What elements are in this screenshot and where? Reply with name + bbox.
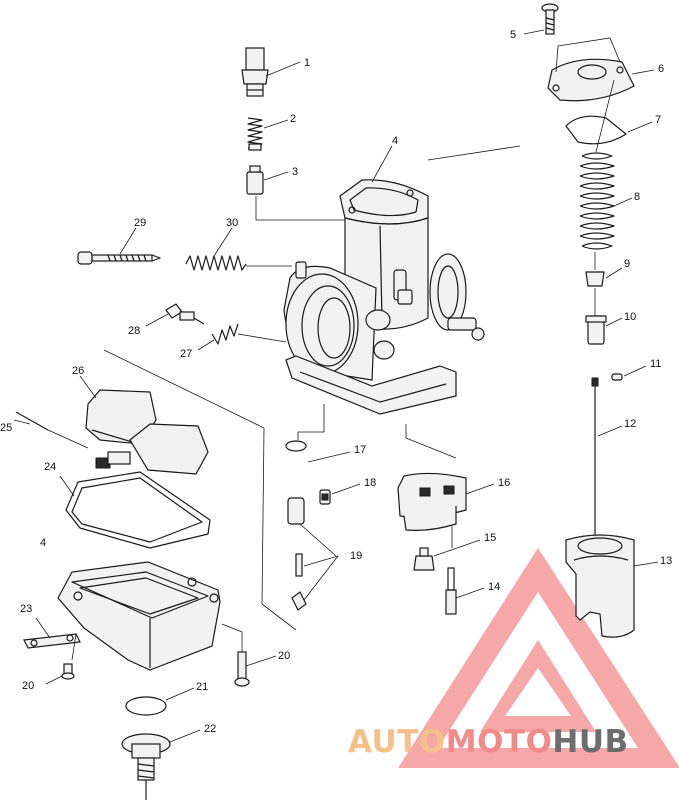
part-24-gasket: [65, 471, 211, 549]
part-1-fitting: [241, 47, 269, 97]
watermark-part-auto: AUTO: [348, 724, 446, 760]
callout-15: 15: [484, 532, 496, 544]
watermark-part-moto: MOTO: [446, 724, 553, 760]
part-6-cap: [547, 58, 635, 102]
callout-17: 17: [354, 444, 366, 456]
part-25-pin: [15, 411, 49, 431]
callout-1: 1: [304, 57, 310, 69]
part-15-main-jet: [413, 547, 435, 571]
callout-26: 26: [72, 365, 84, 377]
callout-14: 14: [488, 581, 500, 593]
callout-12: 12: [624, 418, 636, 430]
callout-11: 11: [650, 358, 661, 370]
callout-13: 13: [660, 555, 672, 567]
part-12-needle: [591, 377, 599, 540]
part-14-jet-needle: [445, 567, 457, 615]
part-10-holder: [585, 315, 607, 345]
part-5-screw: [541, 3, 559, 35]
leader-lines: [13, 29, 659, 743]
callout-4-bowl: 4: [40, 537, 46, 549]
callout-20-right: 20: [278, 650, 290, 662]
callout-21: 21: [196, 681, 208, 693]
part-27-spring: [211, 323, 239, 345]
callout-18: 18: [364, 477, 376, 489]
callout-29: 29: [134, 217, 146, 229]
part-20-screw-left: [61, 663, 75, 680]
callout-4-body: 4: [392, 135, 398, 147]
callout-30: 30: [226, 217, 238, 229]
part-7-gasket: [565, 115, 627, 145]
part-21-o-ring: [125, 696, 167, 716]
part-18-screw: [319, 489, 331, 505]
callout-7: 7: [655, 114, 661, 126]
callout-2: 2: [290, 113, 296, 125]
callout-24: 24: [44, 461, 56, 473]
part-9-retainer: [585, 271, 605, 287]
part-28-pilot-screw: [165, 303, 205, 325]
part-2-spring: [247, 117, 263, 151]
callout-9: 9: [624, 258, 630, 270]
part-30-spring: [185, 255, 247, 271]
callout-6: 6: [658, 63, 664, 75]
part-17-o-ring: [285, 440, 307, 452]
callout-27: 27: [180, 348, 192, 360]
part-22-drain-plug: [121, 733, 171, 800]
callout-23: 23: [20, 603, 32, 615]
callout-25: 25: [0, 422, 12, 434]
callout-5: 5: [510, 29, 516, 41]
part-23-bracket: [23, 633, 81, 649]
part-8-spring: [579, 152, 615, 250]
callout-16: 16: [498, 477, 510, 489]
part-3-jet: [246, 165, 264, 195]
part-29-idle-screw: [77, 251, 161, 265]
part-20-screw-bottom: [234, 651, 250, 687]
callout-22: 22: [204, 723, 216, 735]
carburetor-body: [283, 179, 485, 415]
part-19-needle-valve: [287, 497, 307, 611]
part-26-float: [85, 389, 209, 475]
watermark-logo-triangle: [398, 548, 679, 768]
watermark-part-hub: HUB: [552, 724, 628, 760]
watermark-logo-text: AUTOMOTOHUB: [348, 724, 629, 760]
callout-3: 3: [292, 166, 298, 178]
callout-28: 28: [128, 325, 140, 337]
part-11-clip: [611, 373, 623, 381]
float-bowl: [57, 561, 221, 671]
callout-8: 8: [634, 191, 640, 203]
callout-19: 19: [350, 550, 362, 562]
part-16-float: [397, 472, 467, 531]
callout-20-left: 20: [22, 680, 34, 692]
callout-10: 10: [624, 311, 636, 323]
callout-numbers: 1 2 3 4 4 5 6 7 8 9 10 11 12 13 14 15 16…: [0, 29, 672, 735]
part-13-throttle-slide: [565, 534, 635, 638]
